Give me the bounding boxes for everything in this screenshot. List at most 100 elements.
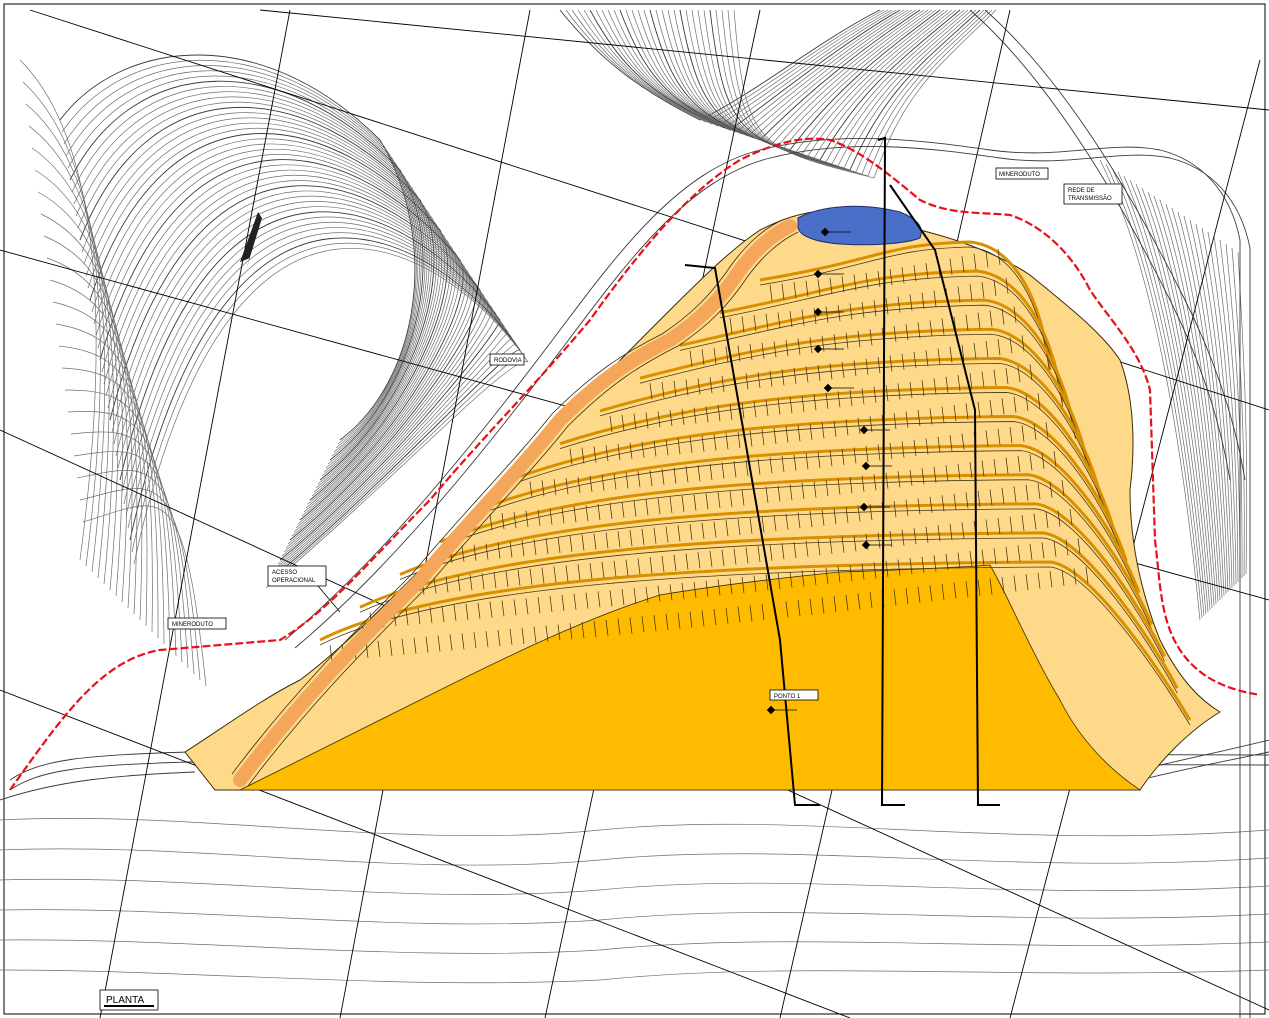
survey-marker-icon	[823, 383, 833, 393]
slope-hatch	[981, 460, 985, 477]
slope-hatch	[661, 555, 665, 573]
contour-line	[67, 75, 422, 457]
slope-hatch	[865, 272, 869, 289]
slope-hatch	[501, 600, 505, 617]
slope-hatch	[929, 408, 933, 425]
pile-bench	[599, 356, 1103, 498]
slope-hatch	[465, 603, 469, 620]
slope-hatch	[405, 609, 409, 626]
slope-hatch	[857, 330, 861, 348]
contour-line	[65, 70, 420, 453]
contour-line	[103, 169, 471, 529]
slope-hatch	[741, 489, 745, 506]
slope-hatch	[917, 409, 921, 427]
slope-hatch	[681, 408, 685, 425]
slope-hatch	[657, 498, 661, 515]
slope-hatch	[633, 587, 637, 604]
slope-hatch	[941, 318, 945, 335]
slope-hatch	[857, 417, 861, 434]
slope-hatch	[797, 338, 801, 355]
slope-hatch	[653, 440, 657, 457]
label-mineroduto-left: MINERODUTO	[167, 617, 227, 630]
contour-line	[64, 389, 171, 651]
slope-hatch	[849, 303, 853, 320]
slope-hatch	[549, 508, 553, 525]
slope-hatch	[1061, 569, 1065, 586]
slope-hatch	[977, 401, 981, 418]
slope-hatch	[901, 353, 905, 370]
acesso-label-line1: ACESSO	[272, 570, 297, 576]
slope-hatch	[749, 430, 753, 447]
lowland-contour	[0, 848, 1269, 866]
slope-hatch	[693, 581, 697, 598]
slope-hatch	[865, 445, 869, 463]
pile-base-platform	[239, 564, 1142, 791]
slope-hatch	[605, 445, 609, 462]
contour-line	[99, 159, 464, 521]
slope-hatch	[781, 543, 785, 560]
slope-hatch	[577, 476, 581, 493]
slope-hatch	[913, 265, 917, 282]
survey-marker-icon	[861, 540, 871, 550]
slope-hatch	[997, 249, 1001, 266]
slope-hatch	[701, 435, 705, 452]
slope-hatch	[773, 341, 777, 358]
slope-hatch	[741, 576, 745, 593]
slope-hatch	[941, 495, 945, 512]
slope-hatch	[605, 532, 609, 549]
pile-bench-edge	[759, 246, 1051, 376]
survey-marker-icon	[859, 425, 869, 435]
contour-line	[1201, 227, 1235, 587]
contour-line	[715, 9, 985, 173]
slope-hatch	[993, 548, 997, 565]
slope-hatch	[817, 451, 821, 468]
slope-hatch	[785, 340, 789, 357]
slope-hatch	[645, 412, 649, 429]
contour-line	[115, 201, 493, 553]
slope-hatch	[757, 545, 761, 563]
slope-hatch	[997, 339, 1001, 356]
slope-hatch	[737, 431, 741, 448]
slope-hatch	[901, 441, 905, 458]
slope-hatch	[909, 294, 913, 311]
contour-line	[73, 451, 189, 669]
slope-hatch	[533, 539, 537, 556]
slope-hatch	[793, 367, 797, 384]
slope-hatch	[485, 631, 489, 648]
contour-line	[111, 190, 485, 545]
slope-hatch	[613, 473, 617, 490]
slope-hatch	[709, 463, 713, 480]
contour-line	[117, 206, 497, 557]
contour-line	[123, 222, 509, 569]
slope-hatch	[709, 551, 713, 568]
slope-hatch	[925, 526, 929, 543]
slope-hatch	[681, 495, 685, 512]
contour-line	[119, 211, 501, 561]
pile-bench-edge	[479, 450, 1140, 598]
slope-hatch	[761, 516, 765, 533]
slope-hatch	[861, 388, 865, 405]
slope-hatch	[837, 478, 841, 495]
slope-hatch	[545, 538, 549, 555]
contour-line	[583, 9, 897, 129]
slope-hatch	[609, 590, 613, 607]
title-block: PLANTA	[99, 989, 159, 1011]
slope-hatch	[509, 541, 513, 558]
slope-hatch	[889, 531, 893, 548]
slope-hatch	[733, 461, 737, 478]
slope-hatch	[585, 505, 589, 522]
slope-hatch	[817, 364, 821, 382]
slope-hatch	[601, 474, 605, 491]
slope-hatch	[689, 523, 693, 541]
slope-hatch	[445, 576, 449, 593]
slope-hatch	[853, 274, 857, 291]
slope-hatch	[461, 545, 465, 562]
slope-hatch	[593, 620, 597, 638]
slope-hatch	[533, 626, 537, 643]
slope-hatch	[901, 529, 905, 546]
slope-hatch	[661, 468, 665, 485]
slope-hatch	[389, 639, 393, 656]
slope-hatch	[529, 568, 533, 585]
contour-line	[58, 345, 159, 639]
slope-hatch	[905, 411, 909, 428]
